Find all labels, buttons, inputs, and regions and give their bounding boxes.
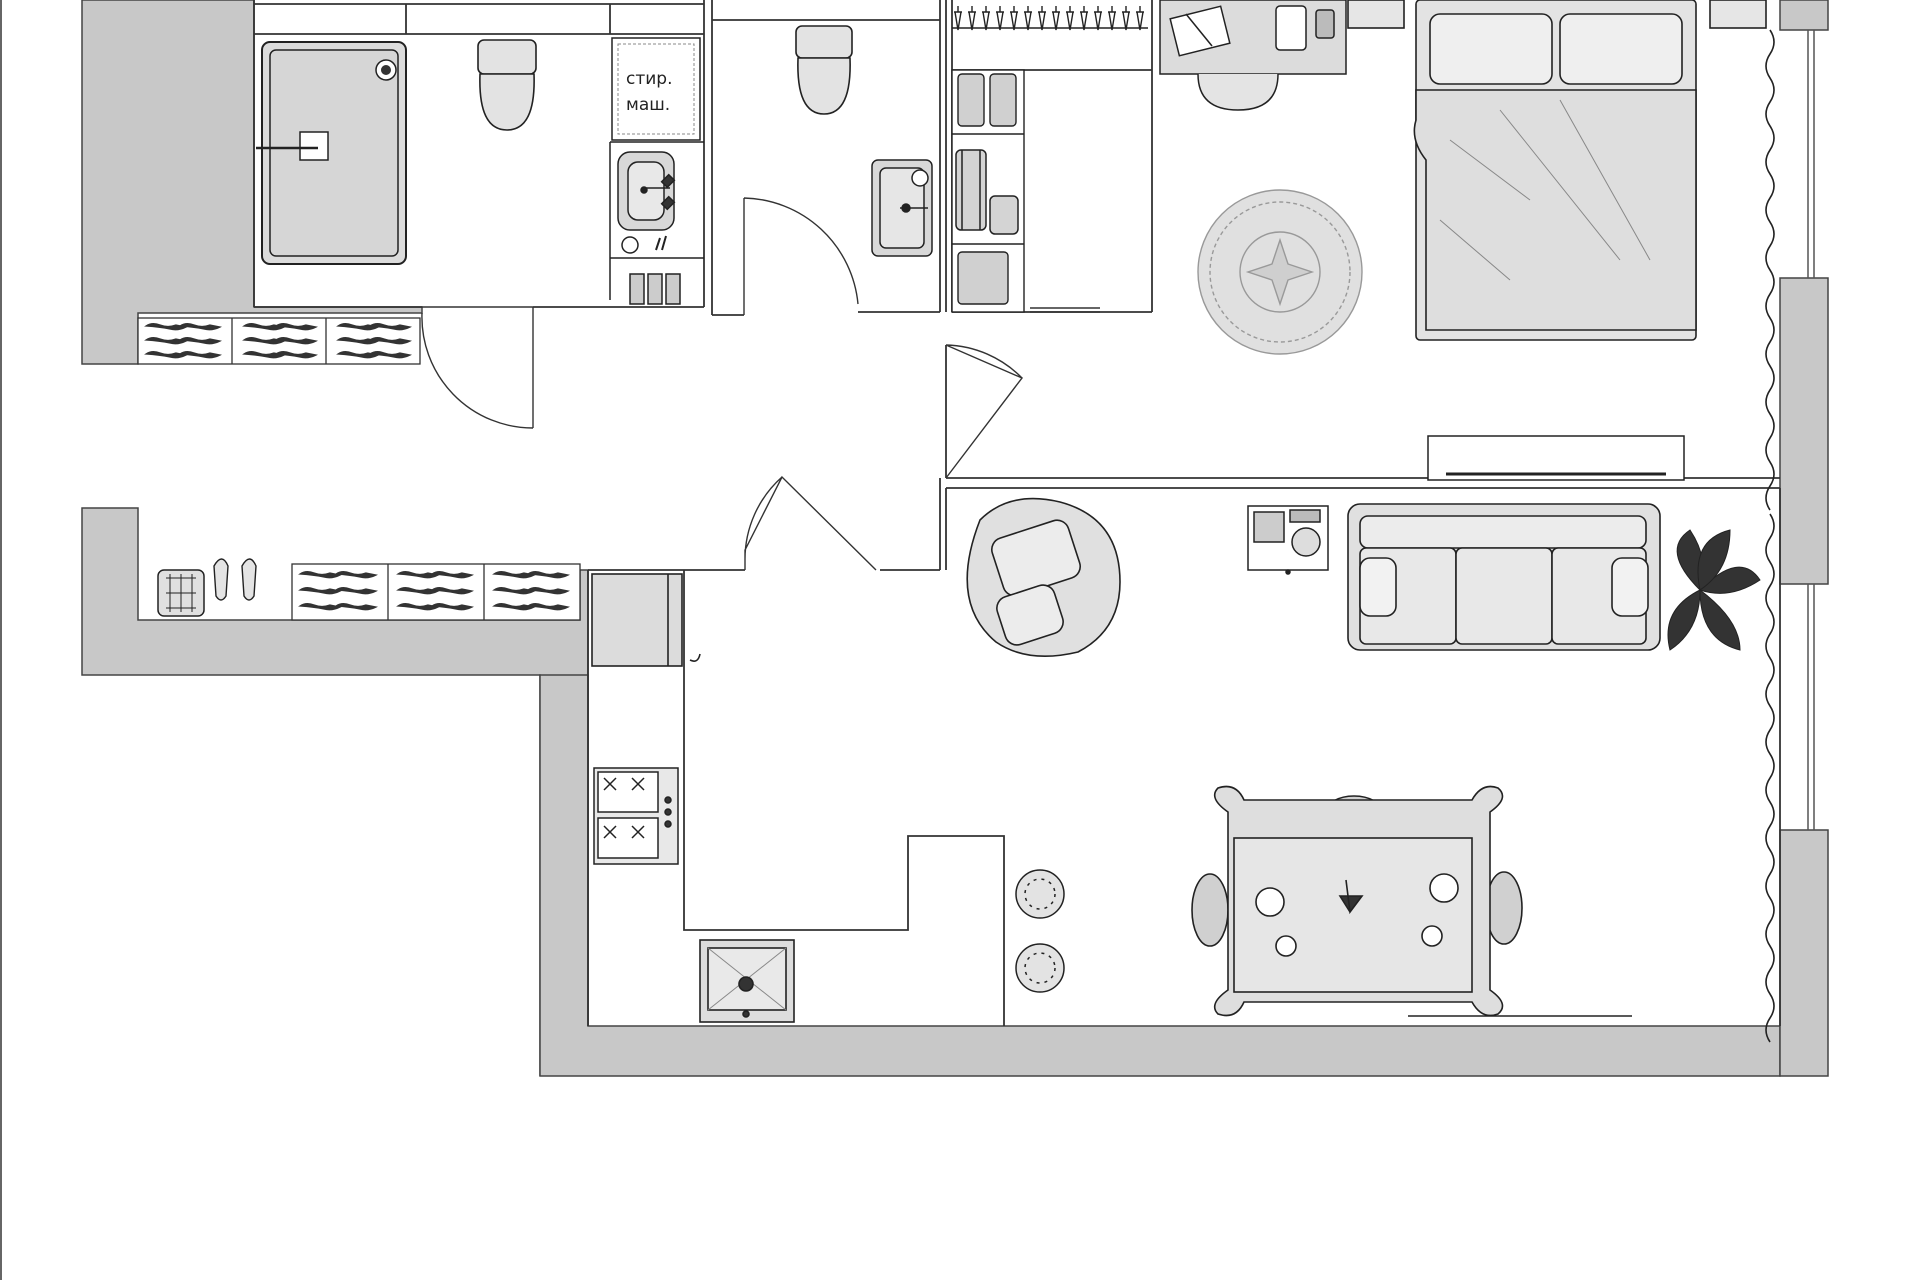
desk-icon [1159, 0, 1347, 111]
shoe-rack-icon [137, 317, 421, 365]
windows [1807, 30, 1815, 830]
wall-right-lower [1779, 829, 1829, 1077]
fridge-icon [591, 573, 701, 667]
door-bathroom[interactable] [421, 306, 534, 429]
ottoman-icon [157, 569, 205, 617]
sink-icon [871, 159, 933, 257]
plant-icon [1667, 529, 1761, 651]
sofa-icon [1347, 503, 1661, 651]
sink-icon [609, 141, 704, 305]
slippers-icon [213, 558, 257, 601]
round-rug-icon [1197, 189, 1363, 355]
stool-icon [1015, 943, 1065, 993]
stove-icon [593, 767, 679, 865]
wall-right-upper [1779, 0, 1829, 31]
doors[interactable] [421, 197, 1100, 571]
suitcase-icon [955, 149, 1019, 235]
wall-right-mid [1779, 277, 1829, 585]
toilet-icon [795, 25, 853, 115]
dining-table-icon [1191, 785, 1523, 1017]
armchair-icon [966, 497, 1121, 657]
tv-console-icon [1247, 505, 1329, 575]
door-toilet[interactable] [743, 197, 859, 315]
partitions [253, 0, 1781, 1026]
washer-label-line1: стир. [626, 69, 673, 89]
door-kitchen[interactable] [744, 475, 877, 571]
shoe-rack-icon [291, 563, 581, 621]
closet-sliding-door[interactable] [1030, 307, 1100, 313]
stool-icon [1015, 869, 1065, 919]
walls [81, 0, 1829, 1077]
tv-console-icon [1427, 435, 1685, 481]
washer-label-line2: маш. [626, 95, 670, 115]
washing-machine-icon: стир. маш. [611, 37, 701, 141]
bathtub-icon [256, 41, 407, 265]
kitchen-sink-icon [699, 939, 795, 1023]
double-bed-icon [1347, 0, 1767, 341]
toilet-icon [477, 39, 537, 131]
door-closet[interactable] [945, 344, 1024, 479]
curtain-icon [1765, 29, 1775, 1043]
